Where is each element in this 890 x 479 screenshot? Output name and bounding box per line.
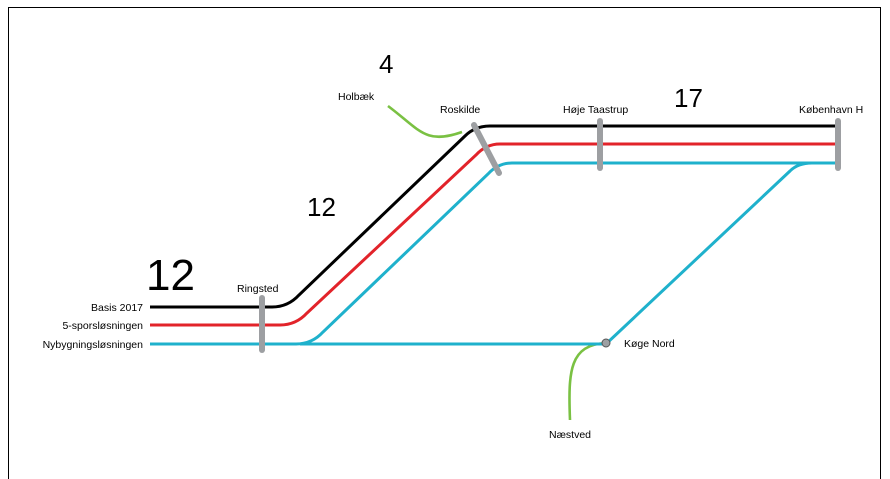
- koge-nord-station-dot: [601, 338, 611, 348]
- naestved-branch-line: [568, 341, 607, 421]
- roskilde-station-bar: [471, 122, 502, 176]
- slope-train-count: 12: [307, 192, 336, 222]
- legend-new-build-label: Nybygningsløsningen: [43, 339, 144, 351]
- legend-five-track-label: 5-sporsløsningen: [62, 320, 143, 332]
- station-naestved-label: Næstved: [549, 429, 591, 441]
- new-build-line: [150, 161, 838, 346]
- five-track-line: [150, 142, 838, 327]
- holbaek-branch-line: [387, 104, 463, 138]
- legend-basis-label: Basis 2017: [91, 302, 143, 314]
- diagram-frame: [8, 7, 881, 479]
- station-roskilde-label: Roskilde: [440, 104, 480, 116]
- basis-2017-line: [150, 124, 838, 309]
- station-ringsted-label: Ringsted: [237, 283, 279, 295]
- station-hoje-taastrup-label: Høje Taastrup: [563, 104, 628, 116]
- holbaek-train-count: 4: [379, 49, 393, 79]
- ringsted-train-count: 12: [146, 251, 195, 300]
- station-holbaek-label: Holbæk: [338, 91, 375, 103]
- station-koge-nord-label: Køge Nord: [624, 338, 675, 350]
- top-train-count: 17: [674, 83, 703, 113]
- new-build-spur-line: [300, 161, 838, 346]
- station-kobenhavn-label: København H: [799, 104, 863, 116]
